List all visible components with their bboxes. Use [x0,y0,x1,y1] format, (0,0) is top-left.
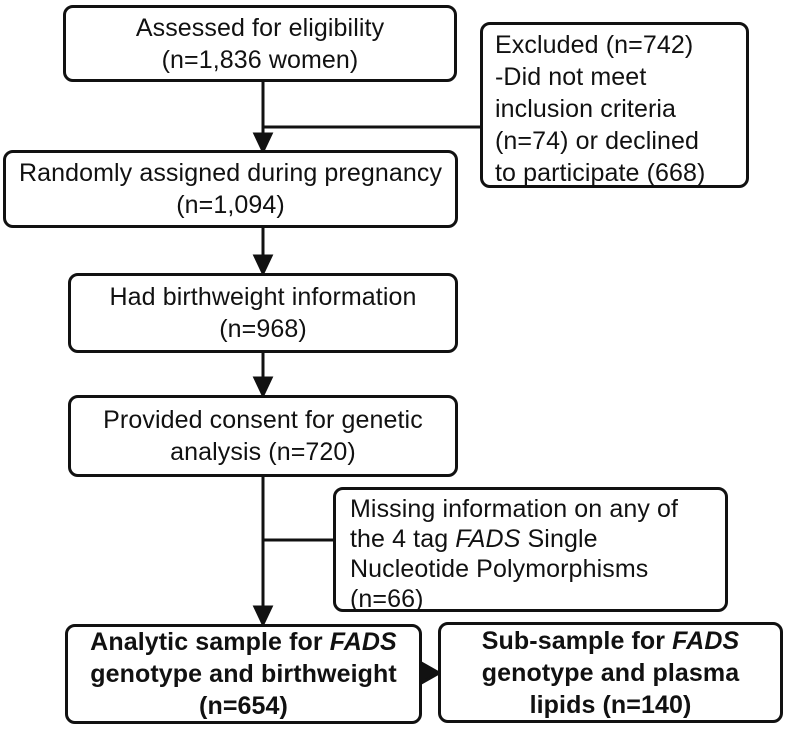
box-birthweight-information: Had birthweight information (n=968) [68,273,458,353]
text-segment: Sub-sample for [481,626,673,655]
box-assessed-eligibility: Assessed for eligibility (n=1,836 women) [63,5,457,82]
text-line: inclusion criteria [495,95,677,123]
text-line: Analytic sample for FADS [90,626,397,658]
text-line: genotype and birthweight [90,660,397,688]
text-line: lipids (n=140) [529,690,692,719]
box-sub-sample: Sub-sample for FADS genotype and plasma … [438,622,783,723]
fads-gene-italic: FADS [329,628,397,656]
text-line: to participate (668) [495,159,706,187]
text-line: -Did not meet [495,63,647,91]
text-line: Randomly assigned during pregnancy [18,159,443,187]
fads-gene-italic: FADS [672,626,740,655]
text-line: Nucleotide Polymorphisms [350,555,649,583]
fads-gene-italic: FADS [455,525,521,553]
text-segment: Analytic sample for [90,628,330,656]
text-line: (n=1,836 women) [161,45,359,74]
text-line: (n=74) or declined [495,127,700,155]
arrowhead-down-randomized [252,132,274,155]
text-line: (n=66) [350,585,424,613]
text-line: genotype and plasma [481,658,740,687]
text-line: Assessed for eligibility [135,13,385,42]
arrowhead-down-consent [252,376,274,399]
text-line: the 4 tag FADS Single [350,524,711,554]
box-excluded: Excluded (n=742) -Did not meet inclusion… [480,22,749,188]
arrowhead-right-subsample [421,661,443,685]
box-missing-snp-information: Missing information on any of the 4 tag … [333,487,728,613]
text-segment: the 4 tag [350,525,456,553]
text-line: (n=654) [199,692,288,720]
box-analytic-sample: Analytic sample for FADS genotype and bi… [65,624,422,724]
box-genetic-consent: Provided consent for genetic analysis (n… [68,395,458,477]
box-randomly-assigned: Randomly assigned during pregnancy (n=1,… [3,150,458,228]
text-line: analysis (n=720) [170,438,356,466]
text-line: Excluded (n=742) [495,31,694,59]
text-line: Sub-sample for FADS [482,625,740,657]
text-line: Provided consent for genetic [103,406,423,434]
arrowhead-down-analytic [252,605,274,628]
text-line: Had birthweight information [109,283,417,311]
arrowhead-down-birthweight [252,254,274,277]
text-segment: Single [520,525,598,553]
text-line: (n=1,094) [176,191,285,219]
text-line: Missing information on any of [350,495,679,523]
text-line: (n=968) [219,315,307,343]
